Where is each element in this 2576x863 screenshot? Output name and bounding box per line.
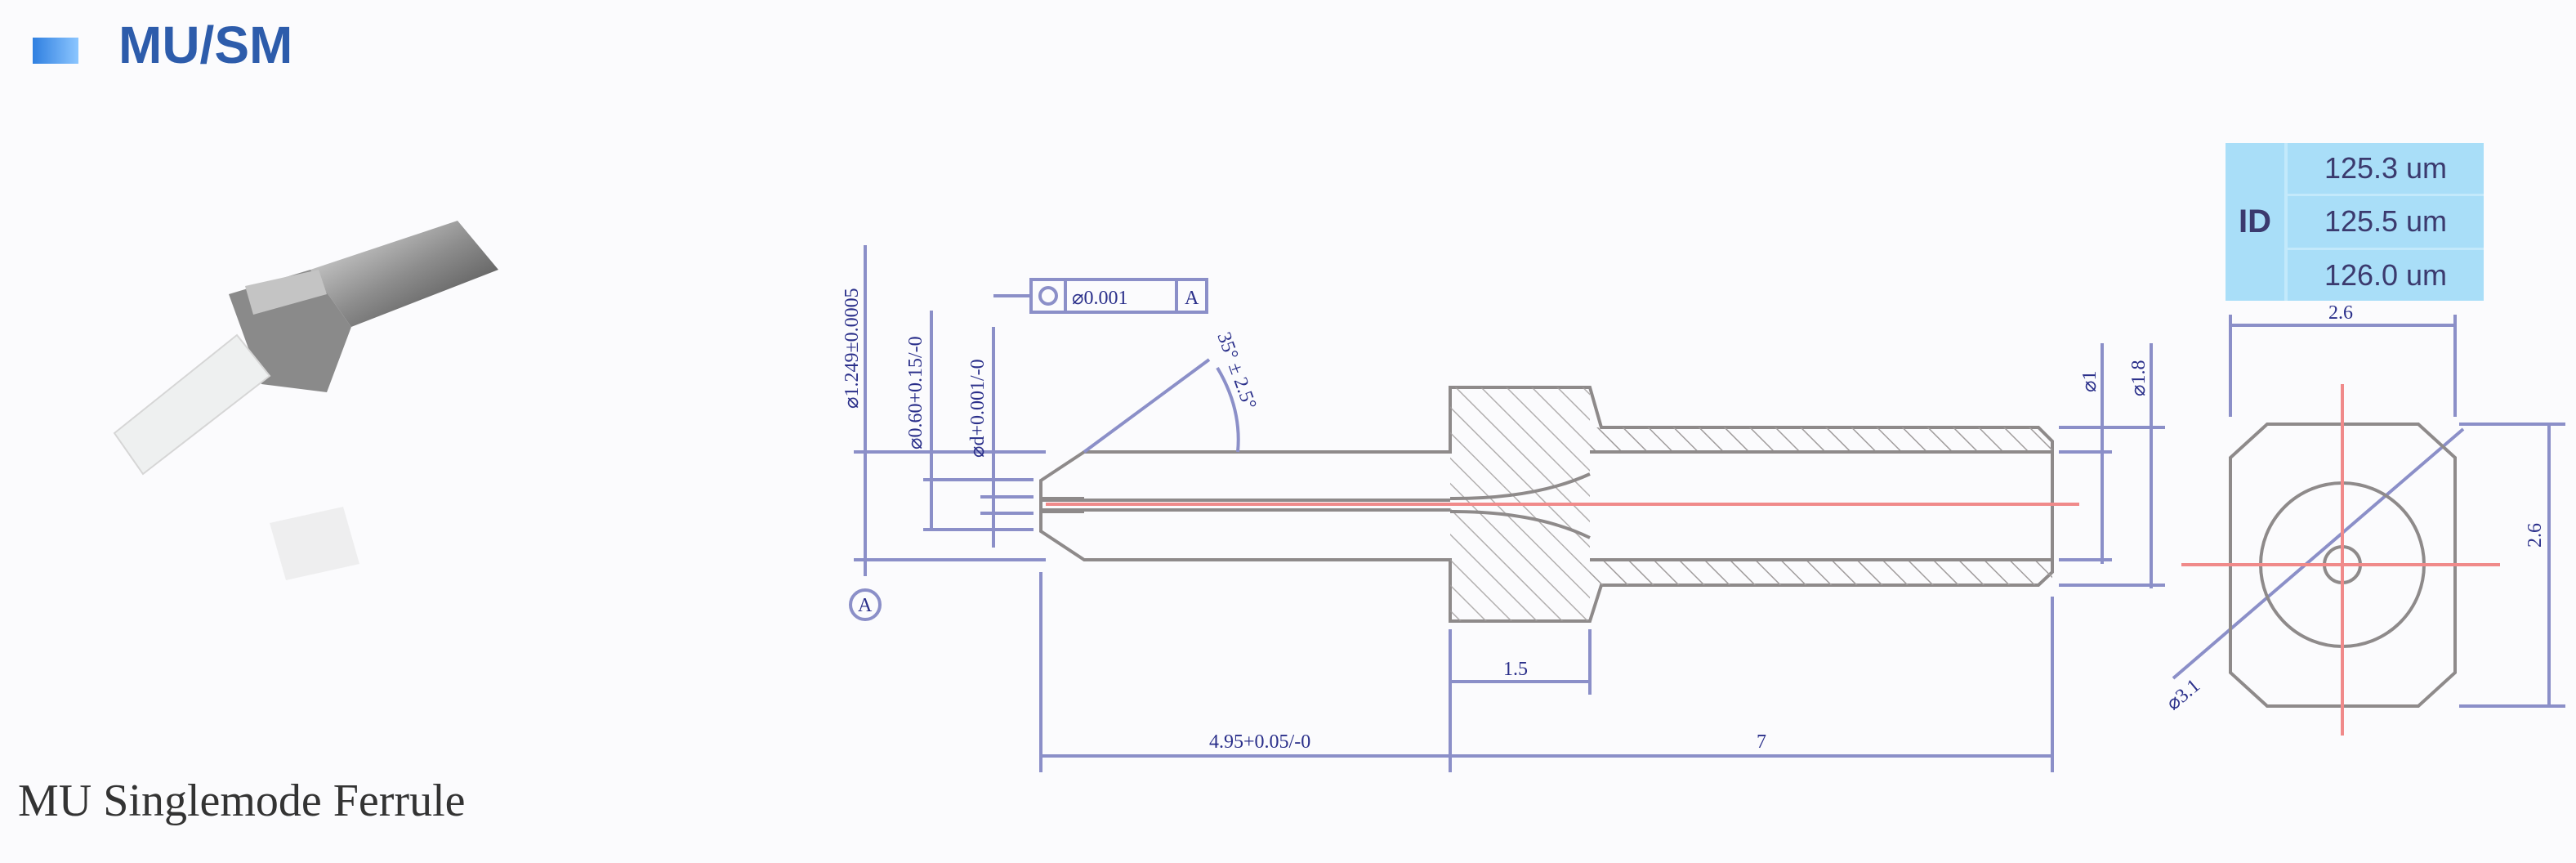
- product-caption: MU Singlemode Ferrule: [18, 776, 466, 826]
- gdt-tolerance: ⌀0.001: [1072, 288, 1127, 309]
- id-table: ID 125.3 um 125.5 um 126.0 um: [2226, 143, 2484, 301]
- dim-len-7: 7: [1757, 731, 1766, 753]
- datum-label: A: [858, 595, 873, 616]
- id-value: 126.0 um: [2324, 257, 2448, 292]
- dim-end-diagonal: ⌀3.1: [2163, 675, 2204, 714]
- ferrule-photo: [113, 221, 498, 580]
- dim-end-height: 2.6: [2525, 523, 2546, 548]
- dim-060: ⌀0.60+0.15/-0: [905, 336, 926, 449]
- dimensions: ⌀1.249±0.0005 ⌀0.60+0.15/-0 ⌀d+0.001/-0 …: [842, 245, 2565, 772]
- dim-len-495: 4.95+0.05/-0: [1209, 731, 1310, 753]
- dim-outer-diameter: ⌀1.249±0.0005: [842, 288, 863, 409]
- id-value: 125.5 um: [2288, 196, 2484, 250]
- dim-dia-1: ⌀1: [2079, 371, 2101, 392]
- id-value: 125.3 um: [2288, 143, 2484, 197]
- end-view: [2181, 384, 2500, 736]
- dim-d: ⌀d+0.001/-0: [967, 359, 989, 458]
- header-bullet-icon: [33, 38, 78, 64]
- dim-end-width: 2.6: [2328, 302, 2353, 324]
- gdt-datum: A: [1185, 288, 1199, 309]
- side-view: [1039, 386, 2079, 623]
- page-title: MU/SM: [118, 16, 293, 74]
- dim-len-15: 1.5: [1503, 659, 1528, 680]
- id-label: ID: [2226, 143, 2288, 301]
- dim-dia-18: ⌀1.8: [2128, 360, 2150, 396]
